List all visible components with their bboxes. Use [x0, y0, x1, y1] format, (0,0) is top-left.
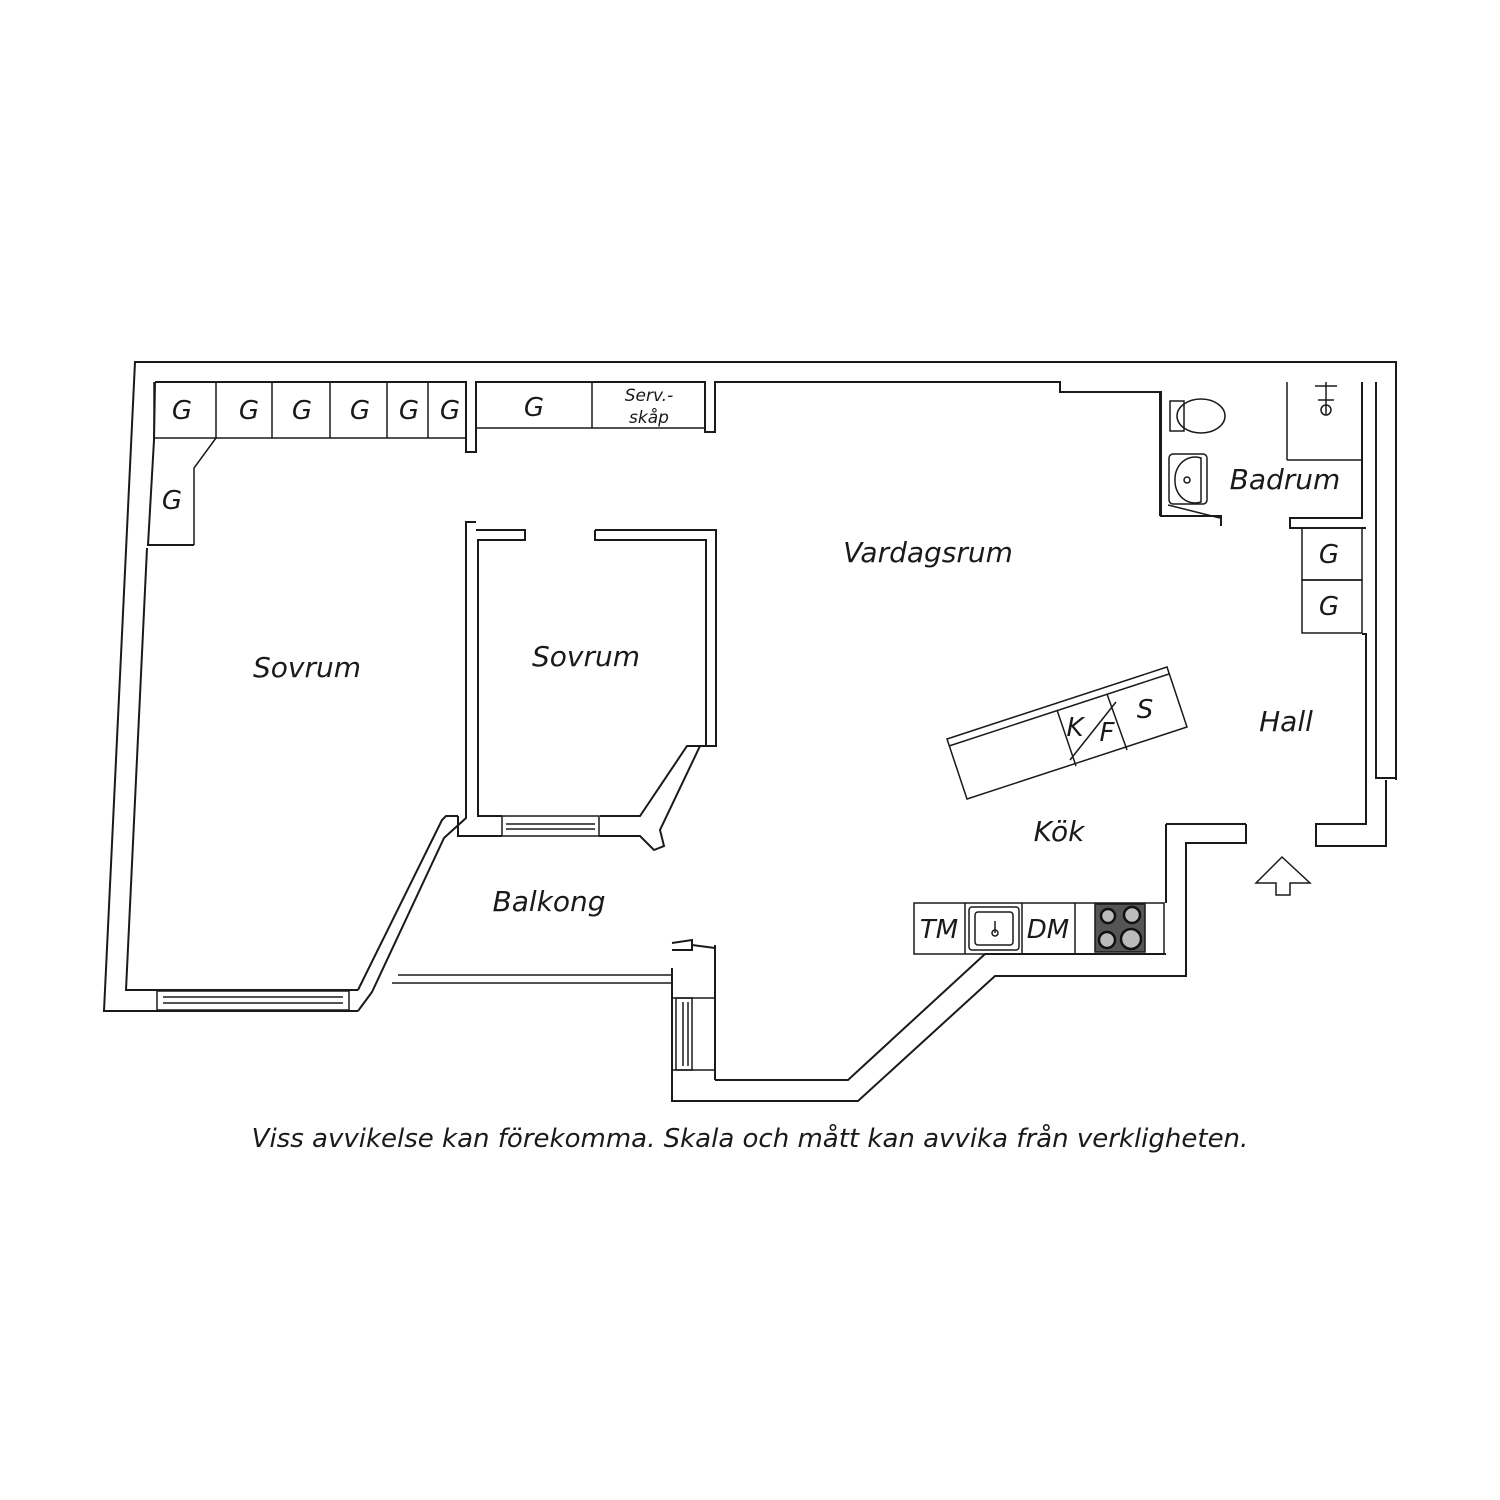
closet-label: G: [1319, 592, 1339, 622]
shower-icon: [1315, 382, 1337, 416]
room-label-balkong: Balkong: [492, 885, 605, 918]
bedroom-small-walls: [457, 529, 717, 852]
disclaimer-text: Viss avvikelse kan förekomma. Skala och …: [251, 1124, 1249, 1154]
outer-walls: [102, 361, 1397, 1102]
closet-label: G: [292, 396, 312, 426]
room-label-hall: Hall: [1259, 705, 1313, 738]
kitchen-island: [946, 666, 1188, 800]
balcony-door: [501, 815, 600, 837]
kitchen-labels: TM DM K F S: [920, 695, 1153, 945]
entrance-arrow-icon: [1254, 855, 1312, 896]
closet-label: G: [239, 396, 259, 426]
closet-label: G: [1319, 540, 1339, 570]
room-label-vardagsrum: Vardagsrum: [843, 536, 1013, 569]
storage-label: S: [1137, 695, 1154, 725]
fridge-label: K: [1066, 713, 1085, 743]
closet-labels: G G G G G G G G Serv.- skåp G G: [162, 386, 1339, 622]
closet-label: G: [440, 396, 460, 426]
service-cabinet-label: skåp: [629, 407, 669, 428]
kitchen-counter: [913, 902, 1165, 955]
stove-icon: [1094, 903, 1146, 953]
bedroom-large-walls: [156, 521, 476, 1012]
room-label-sovrum-small: Sovrum: [532, 640, 640, 673]
balcony-railing: [392, 938, 693, 984]
service-cabinet-label: Serv.-: [625, 386, 673, 406]
room-label-badrum: Badrum: [1230, 463, 1341, 496]
freezer-label: F: [1100, 718, 1116, 748]
room-label-kok: Kök: [1034, 815, 1086, 848]
closet-label: G: [172, 396, 192, 426]
kitchen-sink-icon: [968, 906, 1020, 951]
microwave-label: DM: [1027, 915, 1069, 945]
closet-label: G: [350, 396, 370, 426]
living-room-window: [672, 997, 715, 1071]
closet-label: G: [162, 486, 182, 516]
closet-label: G: [399, 396, 419, 426]
top-closets: [153, 382, 705, 545]
dishwasher-label: TM: [920, 915, 958, 945]
hall-closets: [1301, 527, 1363, 634]
toilet-icon: [1169, 398, 1226, 434]
closet-label: G: [524, 393, 544, 423]
washbasin-icon: [1168, 453, 1208, 505]
bedroom-window: [156, 990, 350, 1011]
room-labels: Sovrum Sovrum Vardagsrum Badrum Hall Kök…: [253, 463, 1340, 918]
room-label-sovrum-large: Sovrum: [253, 651, 361, 684]
bathroom: [1159, 382, 1366, 529]
